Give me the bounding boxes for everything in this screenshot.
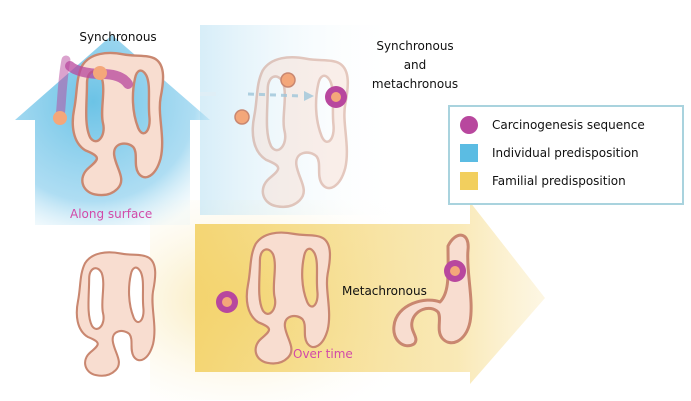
legend-box: Carcinogenesis sequence Individual predi… [448, 105, 684, 205]
familial-swatch-icon [460, 172, 478, 190]
legend-label-carcinogenesis: Carcinogenesis sequence [492, 118, 645, 132]
metachronous-label: Metachronous [342, 284, 427, 298]
colon-normal [75, 250, 157, 378]
legend-item-individual: Individual predisposition [460, 143, 639, 163]
tumor-sync-metachronous-core [331, 92, 341, 102]
colon-metachronous-early [245, 231, 332, 365]
legend-label-individual: Individual predisposition [492, 146, 639, 160]
synchronous-label: Synchronous [79, 30, 157, 44]
legend-label-familial: Familial predisposition [492, 174, 626, 188]
sync-meta-label-line3: metachronous [371, 77, 459, 91]
individual-swatch-icon [460, 144, 478, 162]
lesion-synchronous-2 [53, 111, 67, 125]
transition-arrow-head [304, 91, 314, 101]
lesion-synchronous-1 [93, 66, 107, 80]
over-time-label: Over time [293, 347, 353, 361]
along-surface-label: Along surface [70, 207, 153, 221]
transition-arrow-line [247, 92, 303, 98]
tumor-metachronous-late-core [450, 266, 460, 276]
lesion-faded-1 [280, 72, 296, 88]
carcinogenesis-swatch-icon [460, 116, 478, 134]
colon-sync-metachronous [251, 55, 350, 209]
legend-item-carcinogenesis: Carcinogenesis sequence [460, 115, 645, 135]
lesion-faded-2 [234, 109, 250, 125]
legend-item-familial: Familial predisposition [460, 171, 626, 191]
tumor-metachronous-early-core [222, 297, 232, 307]
carcinogenesis-spread-side [55, 55, 71, 123]
sync-meta-label-line2: and [403, 58, 427, 72]
sync-meta-label-line1: Synchronous [376, 39, 454, 53]
